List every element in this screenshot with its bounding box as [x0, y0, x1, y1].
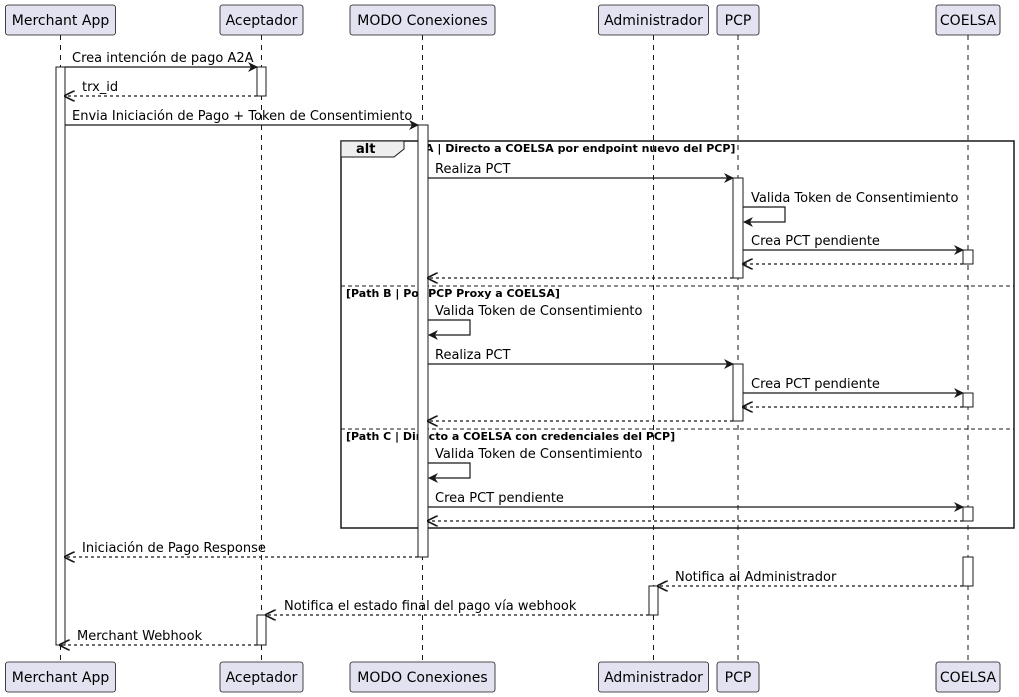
- self-message-arrow: [428, 319, 471, 340]
- participant-box: [716, 4, 760, 36]
- message-19: Notifica el estado final del pago vía we…: [266, 599, 649, 615]
- participant-pcp-top: PCP: [716, 4, 760, 36]
- participant-label: COELSA: [940, 13, 997, 29]
- participant-box: [5, 661, 116, 693]
- participant-box: [349, 4, 496, 36]
- alt-header-tab: [340, 140, 405, 158]
- message-18: Notifica al Administrador: [658, 570, 963, 586]
- activation-modo: [417, 124, 429, 558]
- participant-merchant-top: Merchant App: [5, 4, 116, 36]
- message-label: Envia Iniciación de Pago + Token de Cons…: [72, 109, 412, 124]
- message-6: Crea PCT pendiente: [743, 234, 964, 255]
- participant-box: [5, 4, 116, 36]
- participant-box: [219, 661, 304, 693]
- participant-box: [349, 661, 496, 693]
- alt-keyword: alt: [356, 142, 375, 157]
- participant-label: Merchant App: [12, 13, 110, 29]
- message-4: Realiza PCT: [428, 162, 734, 183]
- participant-coelsa-bottom: COELSA: [935, 661, 1001, 693]
- participant-aceptador-top: Aceptador: [219, 4, 304, 36]
- message-label: Realiza PCT: [435, 348, 510, 363]
- message-3: Envia Iniciación de Pago + Token de Cons…: [65, 109, 419, 130]
- message-10: Realiza PCT: [428, 348, 734, 369]
- message-label: Notifica al Administrador: [675, 570, 837, 585]
- message-11: Crea PCT pendiente: [743, 377, 964, 398]
- alt-guard-b: [Path B | Por PCP Proxy a COELSA]: [346, 287, 560, 300]
- participant-merchant-bottom: Merchant App: [5, 661, 116, 693]
- participant-label: MODO Conexiones: [357, 13, 487, 29]
- message-20: Merchant Webhook: [60, 629, 257, 645]
- participant-label: COELSA: [940, 670, 997, 686]
- activation-coelsa-b: [962, 392, 974, 408]
- message-label: Valida Token de Consentimiento: [435, 304, 643, 319]
- participant-box: [598, 661, 709, 693]
- participant-box: [935, 661, 1001, 693]
- lifelines: [60, 35, 969, 662]
- message-2: trx_id: [65, 80, 257, 96]
- participant-box: [219, 4, 304, 36]
- message-1: Crea intención de pago A2A: [65, 51, 258, 72]
- message-label: Crea intención de pago A2A: [72, 51, 254, 66]
- self-message-arrow: [428, 462, 471, 483]
- alt-frame: [340, 140, 1015, 529]
- activation-coelsa-a: [962, 249, 974, 265]
- activation-pcp-a: [732, 177, 744, 279]
- activation-coelsa-notify: [962, 556, 974, 587]
- participant-label: Merchant App: [12, 670, 110, 686]
- activation-pcp-b: [732, 363, 744, 422]
- message-label: Crea PCT pendiente: [751, 377, 880, 392]
- message-label: Valida Token de Consentimiento: [435, 447, 643, 462]
- self-message-arrow: [743, 206, 786, 227]
- activation-aceptador-2: [256, 614, 267, 646]
- participant-box: [716, 661, 760, 693]
- alt-guard-a: [A | Directo a COELSA por endpoint nuevo…: [420, 142, 735, 155]
- message-label: Crea PCT pendiente: [435, 491, 564, 506]
- message-14: Valida Token de Consentimiento: [428, 447, 643, 483]
- message-label: Merchant Webhook: [77, 629, 203, 644]
- participant-label: PCP: [725, 13, 752, 29]
- participant-box: [935, 4, 1001, 36]
- participant-modo-bottom: MODO Conexiones: [349, 661, 496, 693]
- activation-admin: [648, 585, 659, 616]
- message-label: Realiza PCT: [435, 162, 510, 177]
- participant-label: PCP: [725, 670, 752, 686]
- participant-box: [598, 4, 709, 36]
- participant-label: Aceptador: [226, 670, 298, 686]
- message-label: Iniciación de Pago Response: [82, 541, 266, 556]
- activations: [55, 66, 974, 646]
- message-5: Valida Token de Consentimiento: [743, 191, 959, 227]
- participant-pcp-bottom: PCP: [716, 661, 760, 693]
- message-label: Notifica el estado final del pago vía we…: [284, 599, 577, 614]
- participant-label: Aceptador: [226, 13, 298, 29]
- message-17: Iniciación de Pago Response: [65, 541, 418, 557]
- message-15: Crea PCT pendiente: [428, 491, 964, 512]
- message-label: Crea PCT pendiente: [751, 234, 880, 249]
- participant-label: MODO Conexiones: [357, 670, 487, 686]
- participant-aceptador-bottom: Aceptador: [219, 661, 304, 693]
- participant-label: Administrador: [604, 670, 703, 686]
- message-label: Valida Token de Consentimiento: [751, 191, 959, 206]
- message-9: Valida Token de Consentimiento: [428, 304, 643, 340]
- participant-coelsa-top: COELSA: [935, 4, 1001, 36]
- participant-label: Administrador: [604, 13, 703, 29]
- activation-merchant: [55, 66, 66, 646]
- participant-modo-top: MODO Conexiones: [349, 4, 496, 36]
- message-label: trx_id: [82, 80, 118, 95]
- alt-guard-c: [Path C | Directo a COELSA con credencia…: [346, 430, 675, 443]
- participant-admin-bottom: Administrador: [598, 661, 709, 693]
- participant-admin-top: Administrador: [598, 4, 709, 36]
- activation-aceptador-1: [256, 66, 267, 97]
- activation-coelsa-c: [962, 506, 974, 522]
